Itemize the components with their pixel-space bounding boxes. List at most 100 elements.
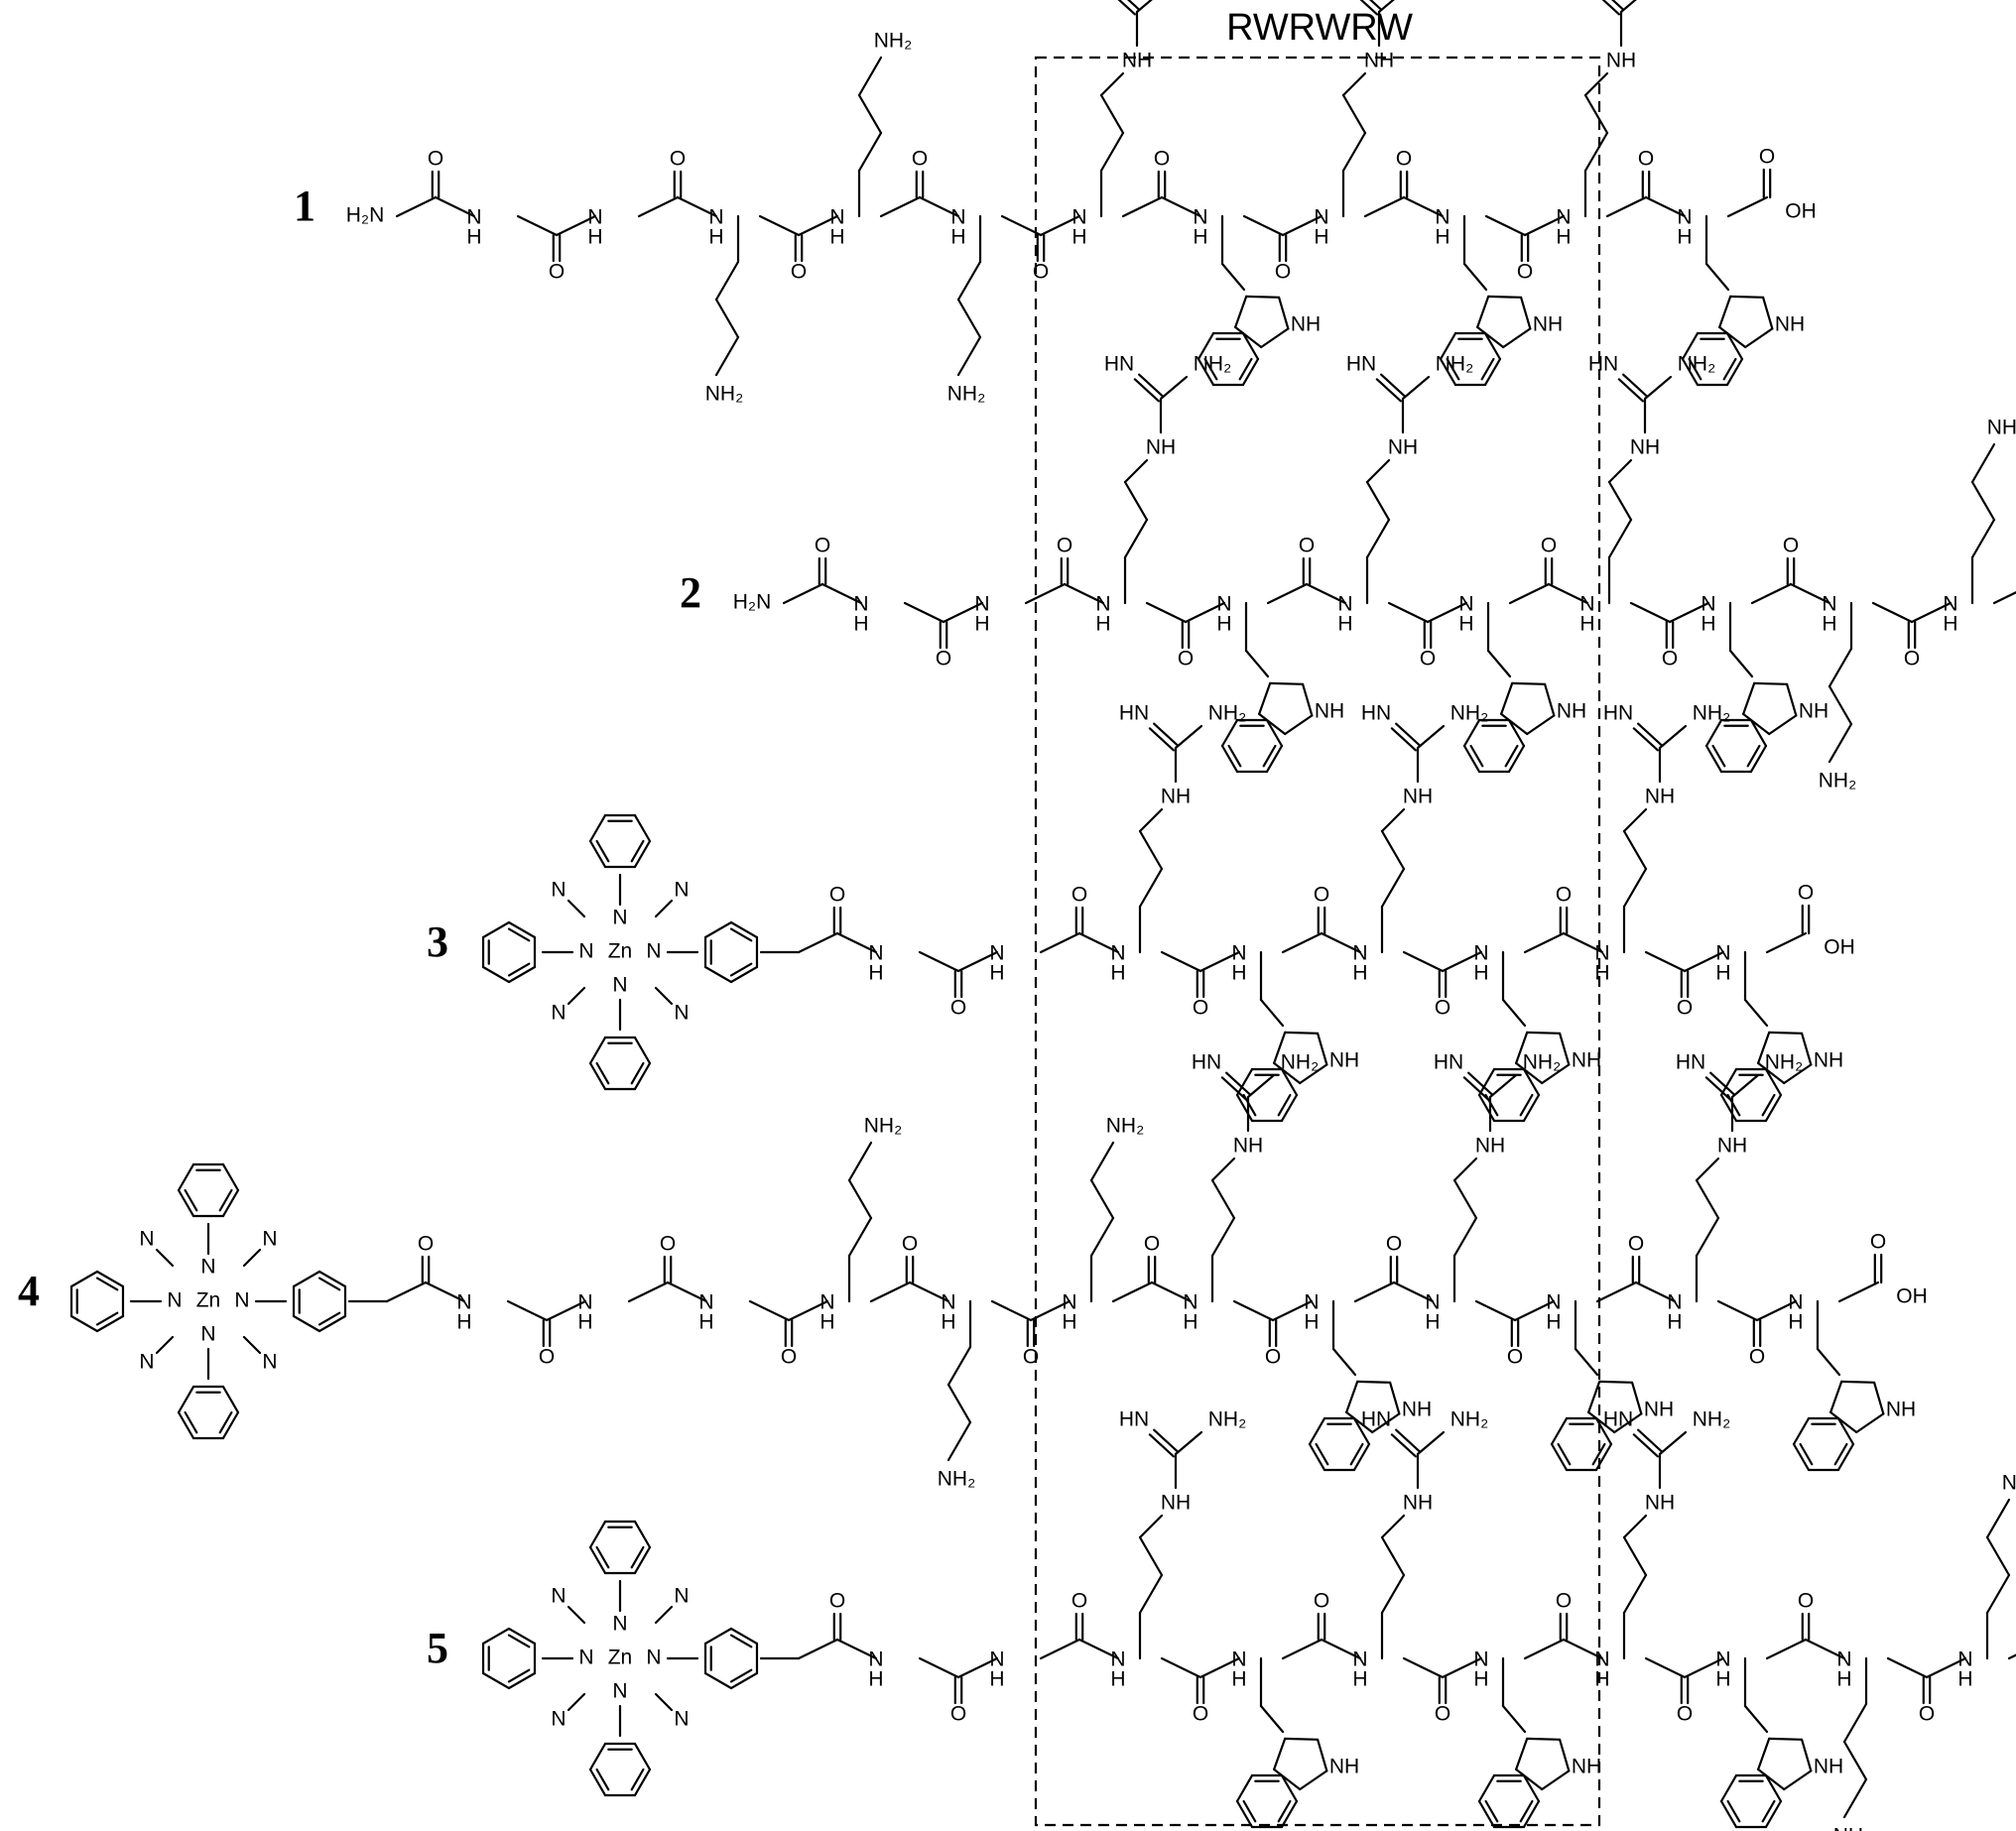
guanidine-imine-label: HN [1603,1408,1633,1431]
carbonyl-oxygen: O [950,997,966,1020]
backbone-bond [1402,195,1445,218]
backbone-bond [1402,950,1445,973]
lys-chain [1985,1573,2011,1615]
ring-bond [1744,327,1774,349]
pc-n-label: N [234,1289,249,1312]
lys-chain [1089,1141,1115,1182]
carbonyl-oxygen: O [1265,1346,1281,1369]
ring-bond [1197,357,1215,387]
backbone-bond [434,195,476,218]
backbone-bond [748,1299,791,1322]
ring-bond [703,965,733,984]
arg-chain [1607,458,1633,484]
guanidine-nh-label: NH [1161,1492,1191,1515]
amide-h-label: H [1836,1668,1851,1691]
ring-bond [1284,1737,1320,1741]
compound-number: 4 [18,1267,40,1315]
pc-n-label: N [646,1647,661,1669]
ring-bond [1800,1738,1813,1772]
carbonyl-oxygen: O [1144,1233,1160,1256]
trp-chain [1728,649,1754,678]
amine-label: NH₂ [864,1115,902,1138]
amide-n-label: N [819,1291,834,1314]
carbonyl-oxygen: O [1314,884,1329,907]
amide-h-label: H [1943,613,1957,636]
guanidine-nh-label: NH [1146,436,1176,459]
arg-chain [1123,480,1149,522]
backbone-bond [1765,931,1808,954]
backbone-bond [1484,214,1527,237]
backbone-bond [782,582,824,605]
aromatic-bond [1722,357,1737,381]
amide-h-label: H [1095,613,1110,636]
pc-bond [242,1335,262,1355]
indole-nh-label: NH [1572,1756,1601,1778]
ring-bond [221,1385,240,1414]
aromatic-bond [317,1311,341,1326]
guanidine-amine-label: NH₂ [1678,353,1715,376]
ring-bond [507,920,537,939]
ring-bond [729,920,759,939]
indole-nh-label: NH [1329,1756,1359,1778]
carbonyl-oxygen: O [1057,535,1072,557]
lys-chain [946,1383,972,1424]
aromatic-bond [1484,1799,1499,1823]
aromatic-bond [630,839,645,863]
amide-n-label: N [1337,593,1352,616]
amide-h-label: H [1546,1311,1561,1334]
amide-n-label: N [941,1291,955,1314]
ring-bond [1439,357,1457,387]
ring-bond [1526,714,1556,736]
ring-bond [1299,1063,1328,1085]
ring-bond [1522,1799,1541,1829]
aromatic-bond [1349,1442,1364,1466]
amide-n-label: N [456,1291,471,1314]
indole-nh-label: NH [1886,1399,1916,1421]
amide-n-label: N [868,1648,883,1671]
backbone-bond [666,1281,708,1303]
amide-h-label: H [1715,962,1730,985]
structures-layer: H₂N1ONHONHONHNH₂ONHNH₂ONHNH₂ONHNHHNNH₂ON… [18,0,2016,1831]
backbone-bond [869,1281,912,1303]
double-bond [1380,373,1407,398]
backbone-bond [424,1281,466,1303]
lys-chain [857,131,883,173]
amide-n-label: N [1957,1648,1972,1671]
amide-h-label: H [950,226,965,249]
ring-bond [588,1061,607,1091]
amide-n-label: N [989,1648,1004,1671]
backbone-bond [545,1299,587,1322]
arg-chain [1174,724,1203,750]
backbone-bond [1320,1638,1362,1660]
amide-h-label: H [1231,1668,1246,1691]
ring-bond [69,1270,99,1288]
guanidine-amine-label: NH₂ [1450,702,1488,725]
ring-bond [1522,1093,1541,1123]
aromatic-bond [729,1668,753,1683]
guanidine-amine-label: NH₂ [1436,353,1473,376]
amide-n-label: N [950,206,965,229]
double-bond [1632,1433,1659,1458]
aromatic-bond [1446,357,1460,381]
lys-chain [714,298,740,339]
aromatic-bond [1277,1799,1292,1823]
guanidine-nh-label: NH [1645,786,1675,808]
indole-nh-label: NH [1644,1399,1674,1421]
amide-n-label: N [1110,942,1125,965]
carbonyl-oxygen: O [1275,261,1291,284]
double-bond [1375,378,1402,403]
aromatic-bond [507,962,531,977]
amide-h-label: H [708,226,723,249]
ring-bond [1764,1799,1783,1829]
pc-n-label: N [578,940,593,963]
ring-bond [1462,744,1481,774]
ring-bond [1280,1773,1299,1803]
aromatic-bond [1711,744,1726,768]
ring-bond [1757,1737,1771,1770]
carbonyl-oxygen: O [1299,535,1315,557]
pc-bond [155,1248,175,1268]
ring-bond [292,1314,321,1333]
guanidine-imine-label: HN [1119,1408,1149,1431]
backbone-bond [1562,1638,1604,1660]
double-bond [1637,722,1664,747]
